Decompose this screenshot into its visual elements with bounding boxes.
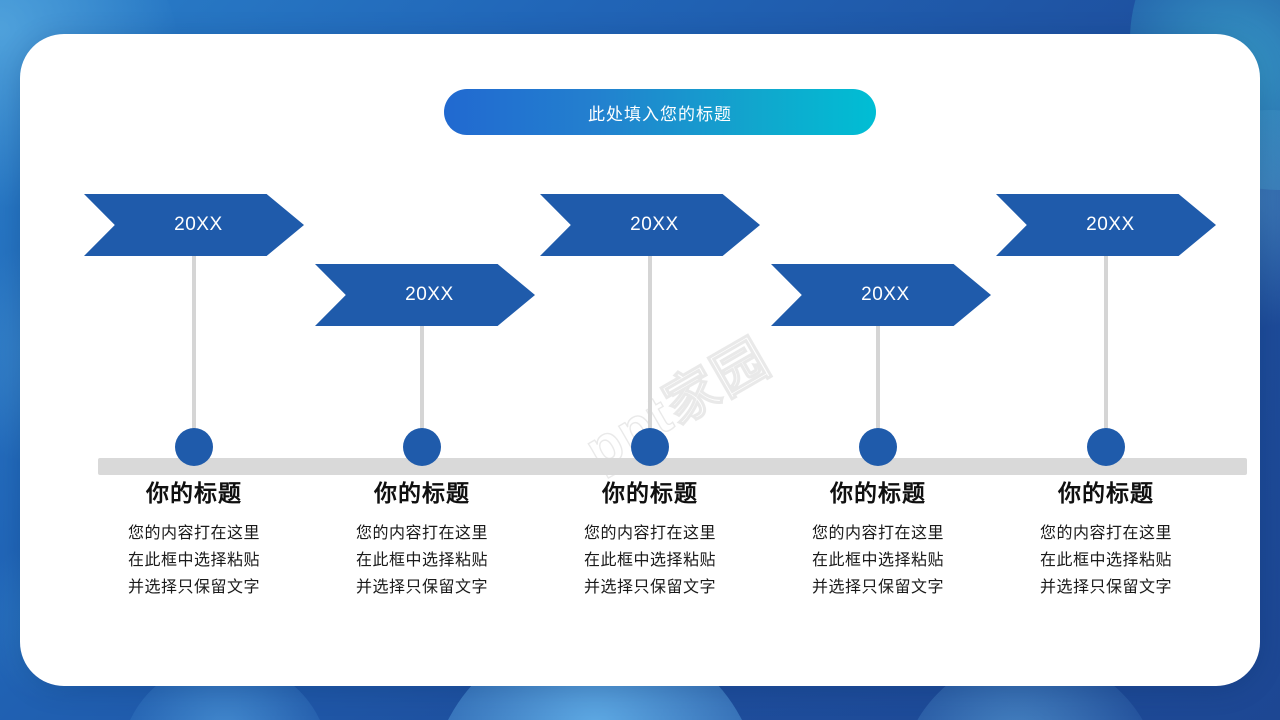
milestone-year-4: 20XX: [861, 284, 910, 305]
milestone-body-line: 您的内容打在这里: [583, 525, 716, 542]
milestone-body-line: 您的内容打在这里: [127, 525, 260, 542]
milestone-body-line: 在此框中选择粘贴: [127, 551, 260, 569]
milestone-body-2: 您的内容打在这里 在此框中选择粘贴 并选择只保留文字: [306, 521, 538, 602]
milestone-body-line: 并选择只保留文字: [811, 578, 944, 596]
timeline-connector: [648, 256, 652, 440]
slide-title-text: 此处填入您的标题: [588, 104, 732, 124]
milestone-arrow-5[interactable]: 20XX: [996, 194, 1216, 256]
milestone-year-5: 20XX: [1086, 214, 1135, 235]
milestone-title-5: 你的标题: [1058, 480, 1154, 506]
timeline-dot[interactable]: [1087, 428, 1125, 466]
milestone-body-line: 您的内容打在这里: [1039, 525, 1172, 542]
milestone-body-line: 并选择只保留文字: [127, 578, 260, 596]
timeline-connector: [192, 256, 196, 440]
milestone-body-5: 您的内容打在这里 在此框中选择粘贴 并选择只保留文字: [990, 521, 1222, 602]
milestone-body-4: 您的内容打在这里 在此框中选择粘贴 并选择只保留文字: [762, 521, 994, 602]
milestone-arrow-3[interactable]: 20XX: [540, 194, 760, 256]
milestone-body-line: 并选择只保留文字: [583, 578, 716, 596]
timeline-dot[interactable]: [859, 428, 897, 466]
milestone-body-line: 在此框中选择粘贴: [583, 551, 716, 569]
timeline-dot[interactable]: [403, 428, 441, 466]
milestone-column-5: 你的标题 您的内容打在这里 在此框中选择粘贴 并选择只保留文字: [990, 474, 1222, 602]
milestone-column-2: 你的标题 您的内容打在这里 在此框中选择粘贴 并选择只保留文字: [306, 474, 538, 602]
milestone-arrow-2[interactable]: 20XX: [315, 264, 535, 326]
milestone-title-1: 你的标题: [146, 480, 242, 506]
milestone-year-2: 20XX: [405, 284, 454, 305]
milestone-body-line: 您的内容打在这里: [811, 525, 944, 542]
milestone-body-3: 您的内容打在这里 在此框中选择粘贴 并选择只保留文字: [534, 521, 766, 602]
milestone-body-line: 在此框中选择粘贴: [811, 551, 944, 569]
timeline-connector: [1104, 256, 1108, 440]
milestone-body-line: 您的内容打在这里: [355, 525, 488, 542]
slide-title-banner: 此处填入您的标题: [444, 89, 876, 135]
milestone-column-3: 你的标题 您的内容打在这里 在此框中选择粘贴 并选择只保留文字: [534, 474, 766, 602]
content-card: ppt家园 此处填入您的标题 20XX 20XX 20XX 20XX 20XX …: [20, 34, 1260, 686]
milestone-body-line: 并选择只保留文字: [355, 578, 488, 596]
milestone-body-line: 在此框中选择粘贴: [355, 551, 488, 569]
milestone-year-3: 20XX: [630, 214, 679, 235]
milestone-title-2: 你的标题: [374, 480, 470, 506]
milestone-body-1: 您的内容打在这里 在此框中选择粘贴 并选择只保留文字: [78, 521, 310, 602]
milestone-arrow-1[interactable]: 20XX: [84, 194, 304, 256]
milestone-arrow-4[interactable]: 20XX: [771, 264, 991, 326]
milestone-body-line: 并选择只保留文字: [1039, 578, 1172, 596]
milestone-column-4: 你的标题 您的内容打在这里 在此框中选择粘贴 并选择只保留文字: [762, 474, 994, 602]
milestone-year-1: 20XX: [174, 214, 223, 235]
milestone-column-1: 你的标题 您的内容打在这里 在此框中选择粘贴 并选择只保留文字: [78, 474, 310, 602]
timeline-track: [98, 458, 1247, 475]
milestone-body-line: 在此框中选择粘贴: [1039, 551, 1172, 569]
timeline-dot[interactable]: [175, 428, 213, 466]
timeline-connector: [876, 326, 880, 440]
timeline-dot[interactable]: [631, 428, 669, 466]
milestone-title-4: 你的标题: [830, 480, 926, 506]
timeline-connector: [420, 326, 424, 440]
milestone-title-3: 你的标题: [602, 480, 698, 506]
